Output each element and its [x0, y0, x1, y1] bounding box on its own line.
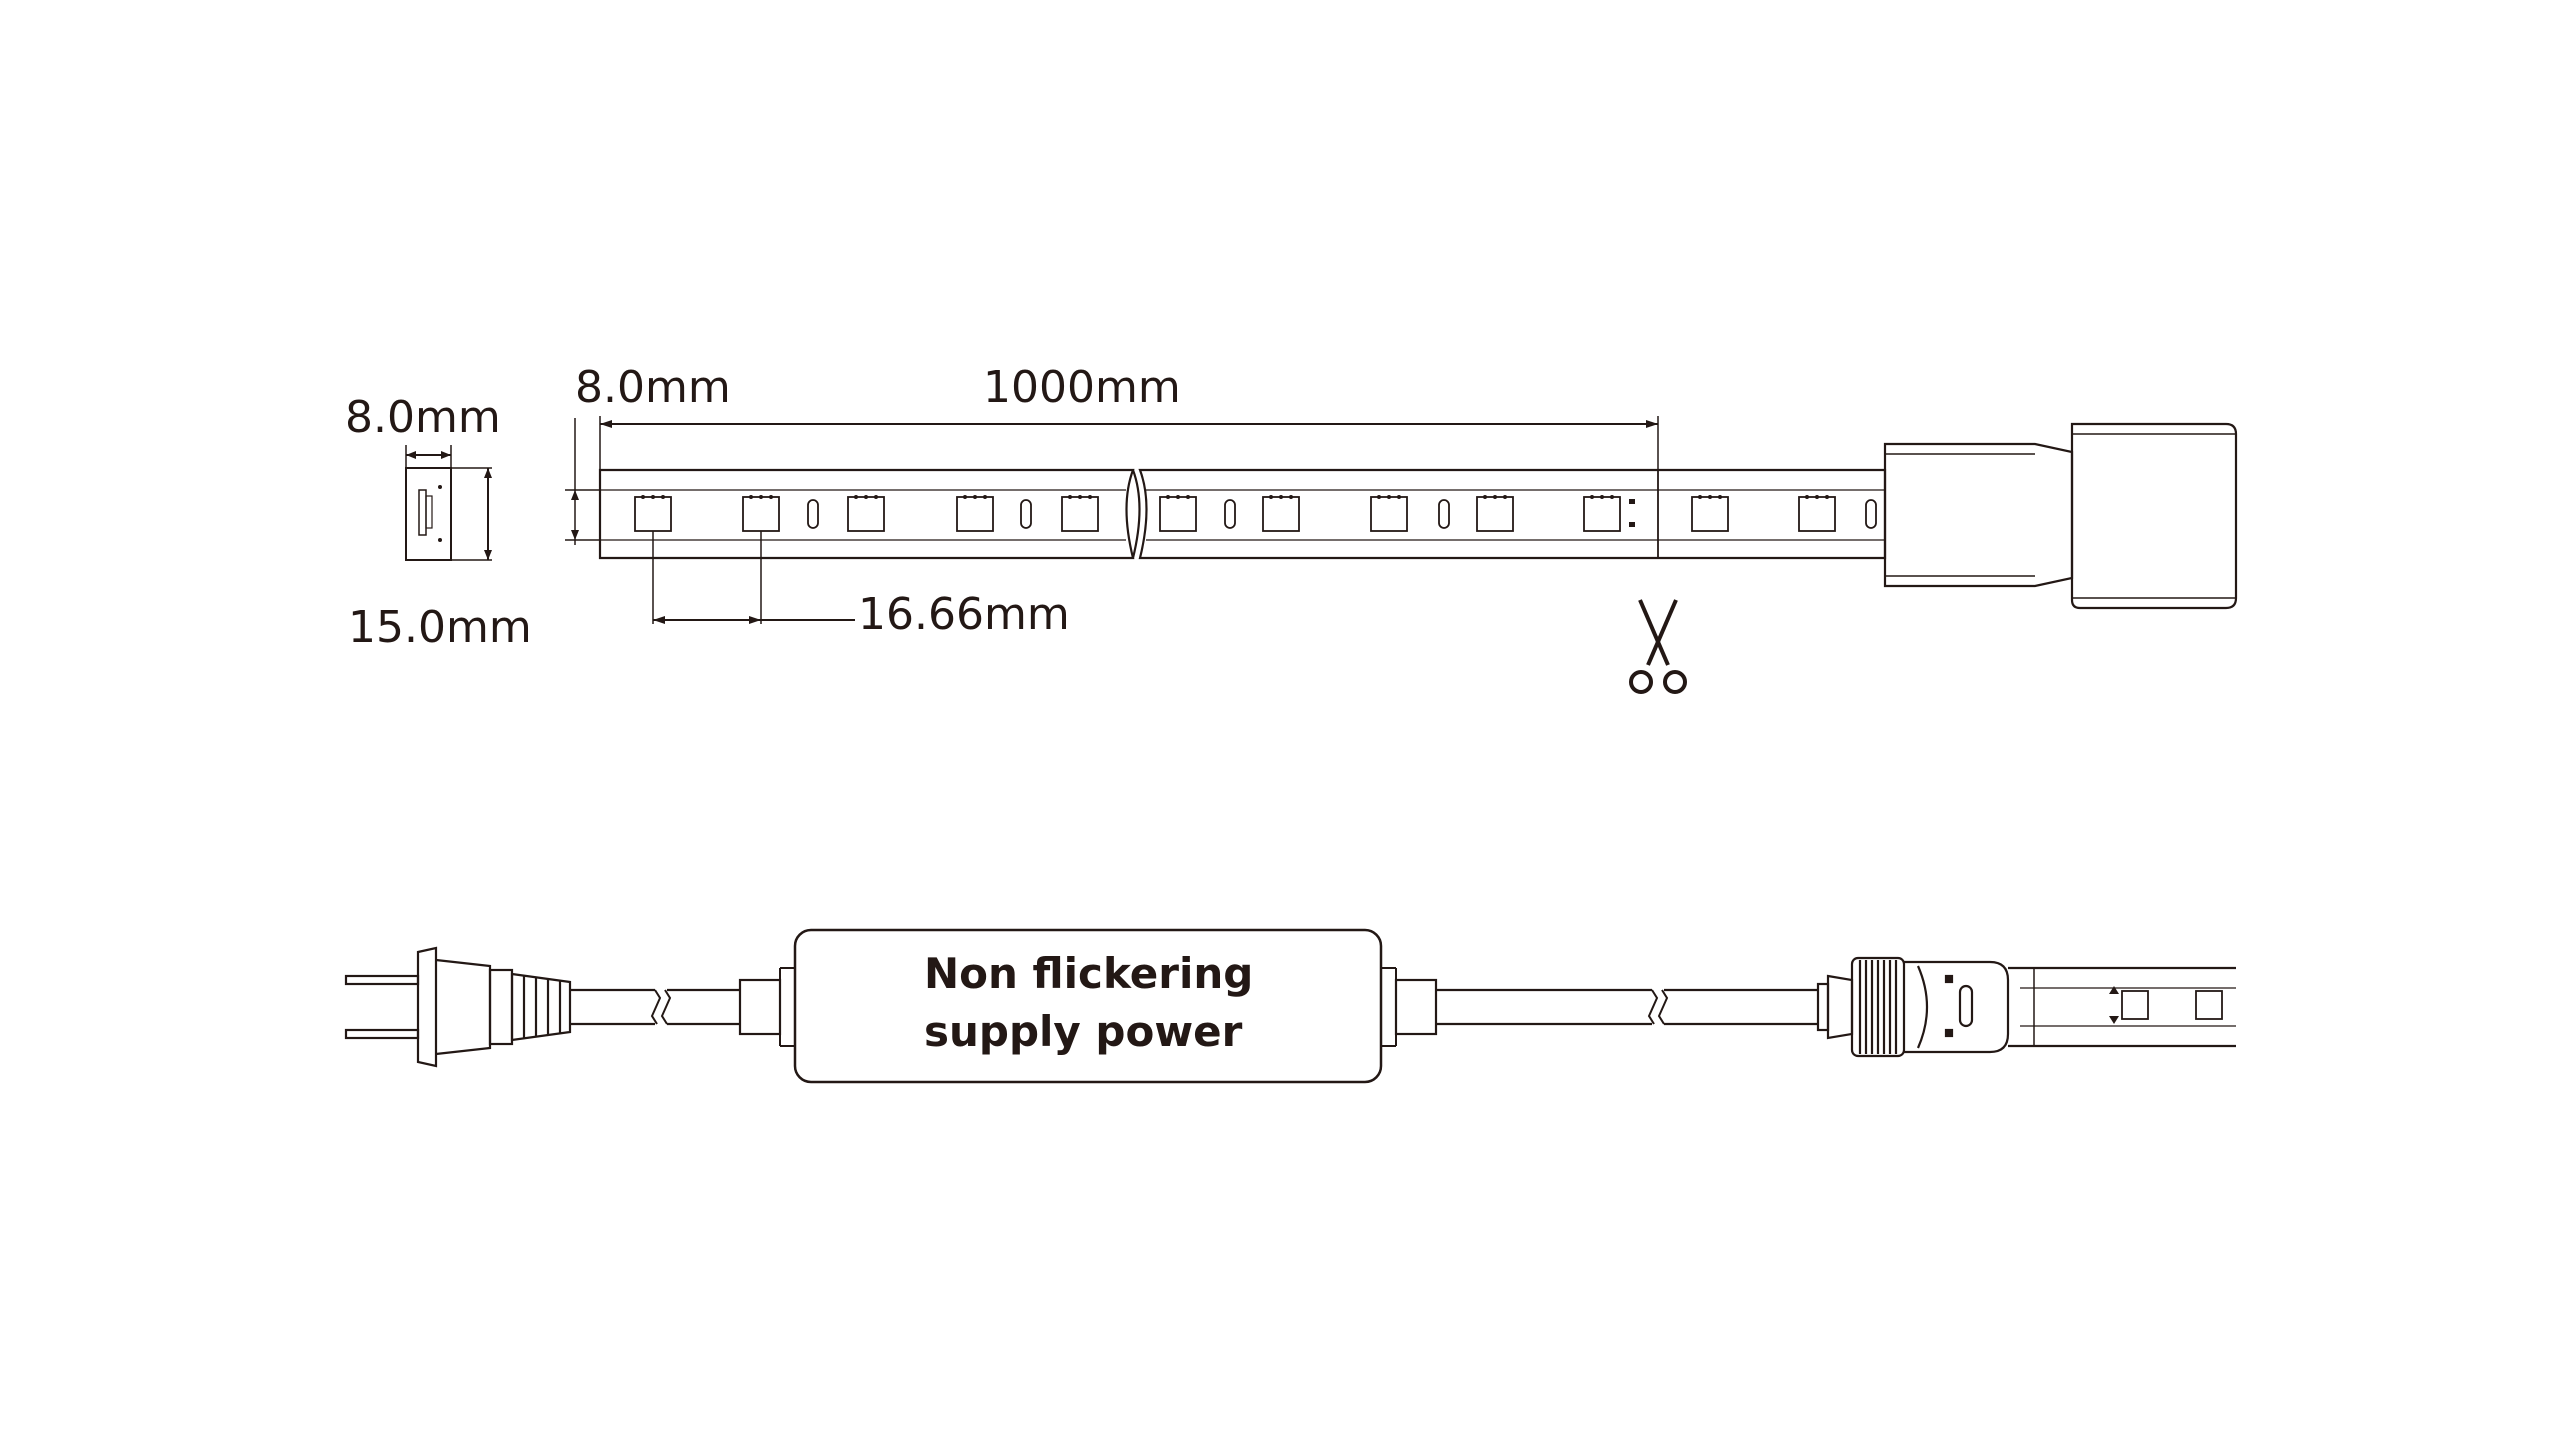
strip-width-label: 8.0mm: [575, 362, 731, 413]
power-cord-assembly: Non flickering supply power: [344, 928, 2236, 1084]
connector-icon: [1816, 956, 2010, 1058]
dim-arrow: [406, 451, 416, 459]
driver-strain-relief-right: [1394, 978, 1438, 1036]
resistors: [807, 499, 1877, 529]
segment-length-label: 1000mm: [983, 362, 1181, 413]
profile-height-label: 15.0mm: [348, 602, 532, 653]
power-supply-box: [793, 928, 1383, 1084]
led-pins: [641, 495, 1829, 527]
end-cap: [1883, 442, 2074, 588]
cross-section: 8.0mm 15.0mm: [345, 392, 532, 653]
strip-end-piece: [2008, 966, 2236, 1048]
power-supply-label-line2: supply power: [924, 1007, 1243, 1056]
led-pitch-label: 16.66mm: [858, 589, 1070, 640]
end-cap-plug: [2070, 422, 2238, 610]
scissors-icon: [1629, 599, 1687, 694]
profile-outline: [405, 467, 452, 561]
profile-pcb: [418, 489, 427, 536]
strip-segment-2: [1138, 468, 1887, 560]
strip-segment-1: [598, 468, 1135, 560]
dim-arrow: [441, 451, 451, 459]
driver-strain-relief-left: [738, 978, 782, 1036]
plug-icon: [344, 946, 655, 1068]
strip-top-view: 8.0mm 1000mm: [565, 362, 2238, 694]
profile-width-label: 8.0mm: [345, 392, 501, 443]
power-supply-label-line1: Non flickering: [924, 949, 1253, 998]
